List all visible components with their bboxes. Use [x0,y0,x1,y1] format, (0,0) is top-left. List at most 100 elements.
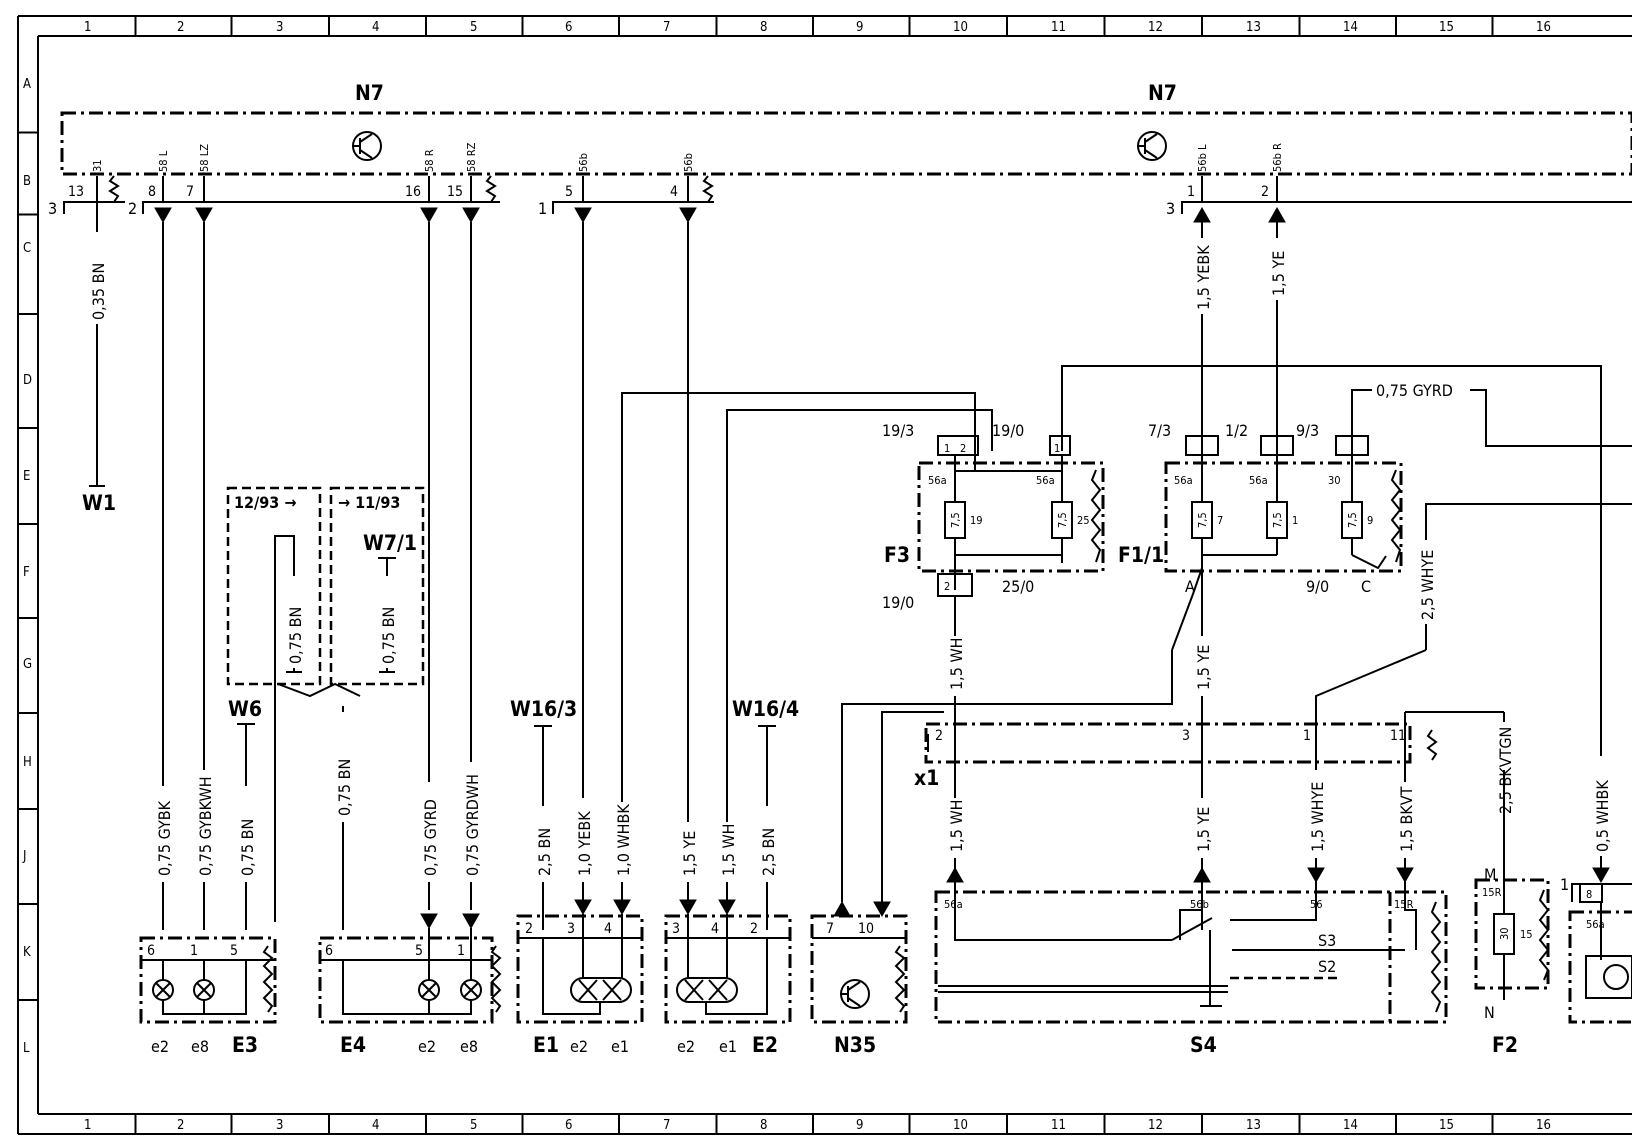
f3-pin: 1 [1054,442,1060,455]
row-letter: C [23,241,31,256]
term-56b-a: 56b [577,153,590,172]
wire-label: 0,75 GYBK [155,800,174,876]
f3-pin: 1 [944,442,950,455]
pin-5: 5 [565,184,573,200]
transistor-icon [1137,131,1167,161]
e4-pin: 6 [325,943,333,959]
s4-contact: S2 [1318,957,1336,976]
column-number: 7 [663,20,670,35]
pin-16: 16 [405,184,421,200]
term-58l: 58 L [157,150,170,172]
column-number: 3 [276,1118,283,1133]
e1-bulb-label: e2 [570,1037,588,1056]
n35-pin: 7 [826,921,834,937]
pin-r2: 2 [1261,184,1269,200]
fuse-rating: 7,5 [1196,512,1209,528]
term-58rz: 58 RZ [465,142,478,172]
right-pin: 8 [1586,888,1592,901]
wire-label: 1,0 WHBK [614,804,633,876]
s4-contact: S3 [1318,931,1336,950]
e2-bulb-label: e1 [719,1037,737,1056]
row-letter: H [23,755,32,770]
e2-pin: 2 [750,921,758,937]
column-number: 12 [1148,1118,1163,1133]
wire-label: 0,75 BN [379,607,398,664]
fuse-number: 1 [1292,514,1298,527]
term-58r: 58 R [423,149,436,172]
column-number: 11 [1051,1118,1066,1133]
column-number: 2 [177,1118,184,1133]
e3-pin: 6 [147,943,155,959]
f11-in: 9/3 [1296,421,1319,440]
f3-fuse-block: 19/3 19/0 1 2 1 56a 56a 7,5 19 7,5 25 F3… [882,365,1602,930]
fuse-icon: 7,5 [1051,501,1073,539]
f3-out: 19/0 [882,593,914,612]
e1-group: W16/3 2,5 BN 1,0 YEBK 1,0 WHBK 2 3 4 E1 … [510,222,976,1057]
n7-connector-2: 2 [128,199,137,218]
bus-arrows [154,206,1286,224]
wire-label: 2,5 BN [535,828,554,876]
e2-pin: 4 [711,921,719,937]
e1-pin: 4 [604,921,612,937]
column-number: 3 [276,20,283,35]
dual-lamp-icon [570,977,632,1003]
variant-b-label: → 11/93 [338,493,400,512]
row-letter: E [23,469,30,484]
fuse-rating: 7,5 [949,512,962,528]
pin-8: 8 [148,184,156,200]
e4-label: E4 [340,1033,366,1057]
f11-term: 56a [1174,474,1193,487]
x1-connector: 2,5 BKVTGN 2 3 1 11 x1 1,5 WH 1,5 YE 1,5… [914,649,1515,902]
n7-connector-1: 1 [538,199,547,218]
term-31: 31 [91,159,104,172]
transistor-icon [840,979,870,1009]
wire-label: 0,75 BN [238,819,257,876]
wire-label: 0,75 GYBKWH [196,776,215,876]
fuse-icon: 7,5 [944,501,966,539]
column-number: 7 [663,1118,670,1133]
fuse-icon: 7,5 [1266,501,1288,539]
column-number: 9 [856,20,863,35]
e4-bulb-label: e2 [418,1037,436,1056]
f2-term: 15R [1482,886,1502,899]
w1-wire: 0,35 BN W1 [82,202,116,515]
column-number: 15 [1439,1118,1454,1133]
e4-bulb-label: e8 [460,1037,478,1056]
lamp-icon [418,979,440,1001]
n7-right-connector-3: 3 [1166,199,1175,218]
f3-pin-bot: 2 [944,580,950,593]
x1-label: x1 [914,766,939,790]
fuse-icon: 30 [1493,913,1515,955]
right-partial-unit: 0,5 WHBK 1 8 56a [1560,366,1632,1024]
wire-label: 1,5 YEBK [1194,245,1213,310]
n7-connector-3: 3 [48,199,57,218]
transistor-icon [352,131,382,161]
s4-switch: 56a 56b 56 15R S3 S2 S4 [934,866,1448,1057]
f3-label: F3 [884,543,910,567]
fuse-icon: 7,5 [1191,501,1213,539]
wire-label: 2,5 BN [759,828,778,876]
ground-w16-4: W16/4 [732,697,799,721]
f3-term: 56a [1036,474,1055,487]
f2-bottom: N [1484,1003,1495,1022]
f11-term: 30 [1328,474,1341,487]
e4-pin: 1 [457,943,465,959]
wire-label: 1,5 YE [680,831,699,876]
row-letter: G [23,657,32,672]
wire-label: 1,5 WH [947,637,966,690]
column-number: 6 [565,20,572,35]
x1-pin: 11 [1390,728,1406,744]
e2-label: E2 [752,1033,778,1057]
wire-label: 1,5 WH [947,799,966,852]
column-number: 15 [1439,20,1454,35]
e1-bulb-label: e1 [611,1037,629,1056]
wire-label: 0,75 GYRD [1376,381,1453,400]
column-number: 16 [1536,20,1551,35]
e1-label: E1 [533,1033,559,1057]
ground-w16-3: W16/3 [510,697,577,721]
column-number: 14 [1343,1118,1358,1133]
e3-bulb-label: e2 [151,1037,169,1056]
